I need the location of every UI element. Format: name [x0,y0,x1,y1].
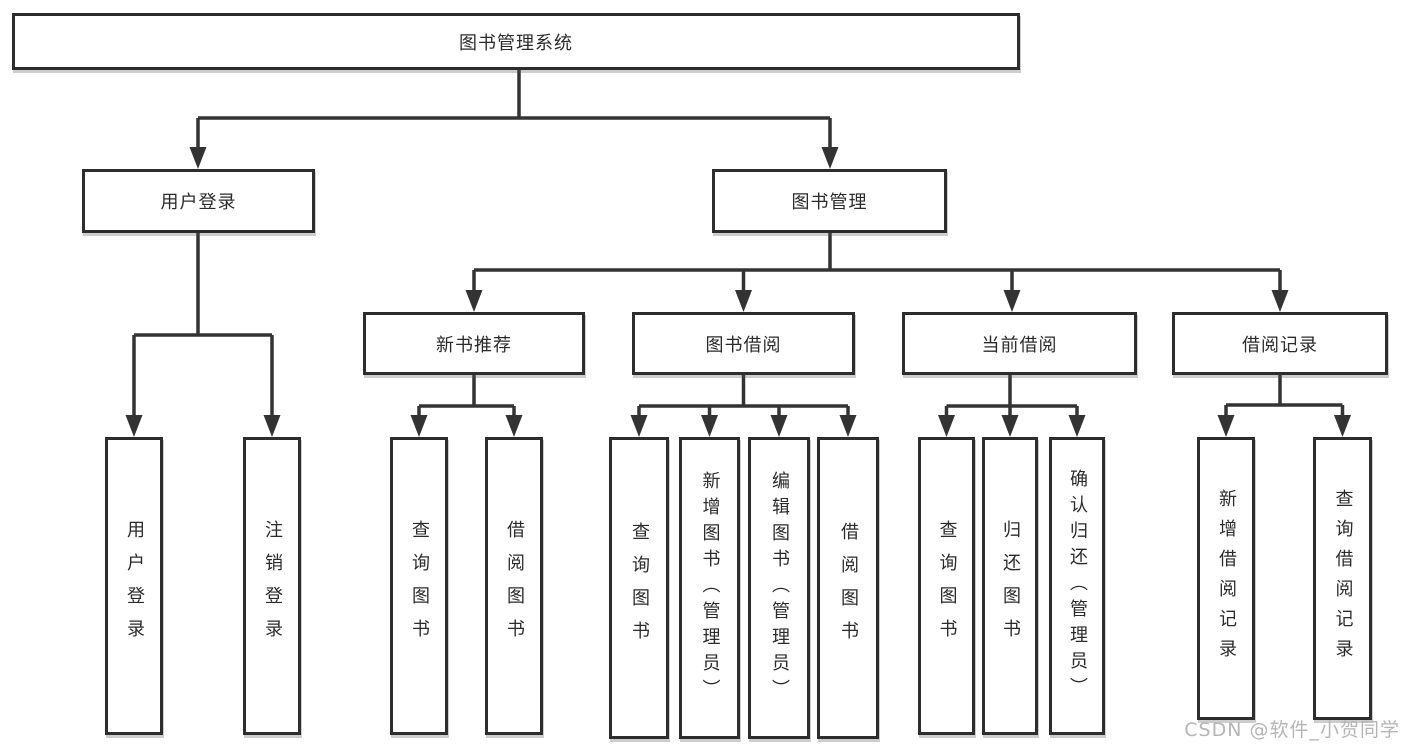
leaf-borrow-books-label: 借阅图书 [838,522,859,654]
leaf-edit-books-admin: 编辑图书（管理员） [748,437,810,739]
node-root-system: 图书管理系统 [12,13,1020,70]
node-book-management: 图书管理 [712,169,947,233]
leaf-confirm-return-admin-label: 确认归还（管理员） [1067,469,1088,703]
leaf-add-books-admin: 新增图书（管理员） [679,437,740,739]
node-current-borrow: 当前借阅 [902,312,1137,375]
leaf-query-books-label: 查询图书 [409,520,430,652]
leaf-query-borrow-record: 查询借阅记录 [1313,437,1372,720]
node-book-borrow: 图书借阅 [632,312,855,375]
leaf-query-books: 查询图书 [390,437,448,735]
leaf-add-borrow-record-label: 新增借阅记录 [1216,488,1237,669]
leaf-query-books: 查询图书 [609,437,669,739]
node-new-book-recommend: 新书推荐 [363,312,585,375]
leaf-query-borrow-record-label: 查询借阅记录 [1332,488,1354,669]
node-borrow-records: 借阅记录 [1172,312,1388,375]
csdn-watermark: CSDN @软件_小贺同学 [1184,719,1400,741]
leaf-borrow-books-label: 借阅图书 [504,520,525,652]
leaf-query-books: 查询图书 [918,437,975,735]
leaf-confirm-return-admin: 确认归还（管理员） [1049,437,1105,735]
leaf-query-books-label: 查询图书 [629,522,650,654]
leaf-query-books-label: 查询图书 [936,520,958,652]
leaf-return-books-label: 归还图书 [1000,520,1021,652]
leaf-borrow-books: 借阅图书 [485,437,543,735]
leaf-user-login-label: 用户登录 [124,520,145,652]
leaf-borrow-books: 借阅图书 [817,437,879,739]
leaf-add-borrow-record: 新增借阅记录 [1197,437,1255,720]
node-user-login: 用户登录 [82,169,315,233]
leaf-logout: 注销登录 [243,437,301,735]
leaf-user-login: 用户登录 [105,437,163,735]
leaf-add-books-admin-label: 新增图书（管理员） [699,471,721,705]
leaf-logout-label: 注销登录 [262,520,283,652]
leaf-return-books: 归还图书 [982,437,1038,735]
leaf-edit-books-admin-label: 编辑图书（管理员） [769,471,790,705]
